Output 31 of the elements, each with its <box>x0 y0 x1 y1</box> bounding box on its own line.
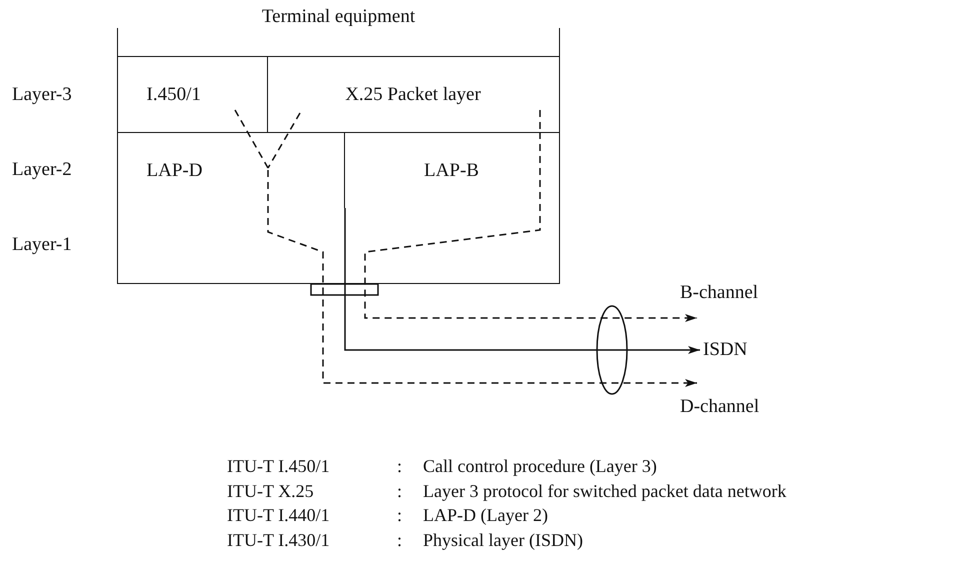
frame-title: Terminal equipment <box>260 6 416 28</box>
protocol-cell <box>116 56 268 132</box>
arrow <box>344 284 700 354</box>
standard-name: ITU-T I.450/1 <box>227 455 330 477</box>
standard-name: ITU-T I.440/1 <box>227 504 330 526</box>
connector-line <box>267 112 301 168</box>
standard-description: Layer 3 protocol for switched packet data network <box>423 480 786 502</box>
standard-name: ITU-T X.25 <box>227 480 314 502</box>
layer-label: Layer-1 <box>12 234 72 256</box>
layer-label: Layer-2 <box>12 159 72 181</box>
protocol-name: X.25 Packet layer <box>344 84 482 106</box>
channel-name: B-channel <box>680 282 758 304</box>
standard-name: ITU-T I.430/1 <box>227 529 330 551</box>
arrow <box>364 132 697 322</box>
separator: : <box>397 480 402 502</box>
layer-label: Layer-3 <box>12 84 72 106</box>
arrow <box>267 170 697 387</box>
connector-line <box>234 110 269 168</box>
separator: : <box>397 504 402 526</box>
separator: : <box>397 529 402 551</box>
standard-description: LAP-D (Layer 2) <box>423 504 548 526</box>
channel-name: ISDN <box>703 339 748 361</box>
standard-description: Physical layer (ISDN) <box>423 529 583 551</box>
protocol-name: LAP-B <box>423 160 480 182</box>
standard-description: Call control procedure (Layer 3) <box>423 455 657 477</box>
protocol-cell <box>116 132 344 208</box>
separator: : <box>397 455 402 477</box>
connector-line <box>539 110 541 132</box>
protocol-name: LAP-D <box>146 160 202 182</box>
protocol-name: I.450/1 <box>146 84 201 106</box>
channel-name: D-channel <box>680 396 760 418</box>
